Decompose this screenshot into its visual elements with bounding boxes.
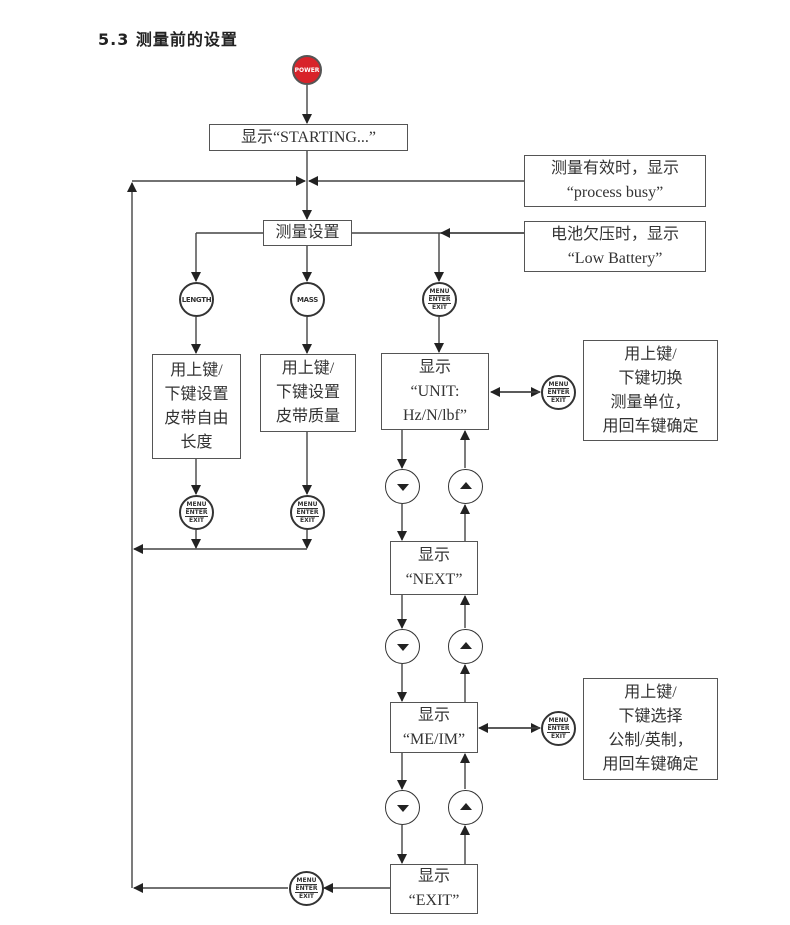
up-arrow-icon	[459, 803, 472, 810]
down-arrow-icon	[396, 805, 409, 812]
down-arrow-icon	[396, 484, 409, 491]
meim-box: 显示 “ME/IM”	[390, 702, 478, 753]
low-battery-box: 电池欠压时，显示 “Low Battery”	[524, 221, 706, 272]
meim-help-box: 用上键/ 下键选择 公制/英制， 用回车键确定	[583, 678, 718, 780]
up-button-2[interactable]	[448, 629, 483, 664]
next-box: 显示 “NEXT”	[390, 541, 478, 595]
mass-setting-box: 用上键/ 下键设置 皮带质量	[260, 354, 356, 432]
down-arrow-icon	[396, 644, 409, 651]
unit-box: 显示 “UNIT: Hz/N/lbf”	[381, 353, 489, 430]
section-title: 5.3 测量前的设置	[98, 30, 238, 49]
up-arrow-icon	[459, 642, 472, 649]
length-button[interactable]: LENGTH	[179, 282, 214, 317]
up-button-1[interactable]	[448, 469, 483, 504]
up-arrow-icon	[459, 482, 472, 489]
length-setting-box: 用上键/ 下键设置 皮带自由 长度	[152, 354, 241, 459]
down-button-2[interactable]	[385, 629, 420, 664]
up-button-3[interactable]	[448, 790, 483, 825]
starting-box: 显示“STARTING...”	[209, 124, 408, 151]
exit-box: 显示 “EXIT”	[390, 864, 478, 914]
setup-box: 测量设置	[263, 220, 352, 246]
down-button-3[interactable]	[385, 790, 420, 825]
mass-button[interactable]: MASS	[290, 282, 325, 317]
unit-help-box: 用上键/ 下键切换 测量单位， 用回车键确定	[583, 340, 718, 441]
process-busy-box: 测量有效时，显示 “process busy”	[524, 155, 706, 207]
down-button-1[interactable]	[385, 469, 420, 504]
power-button[interactable]: POWER	[292, 55, 322, 85]
